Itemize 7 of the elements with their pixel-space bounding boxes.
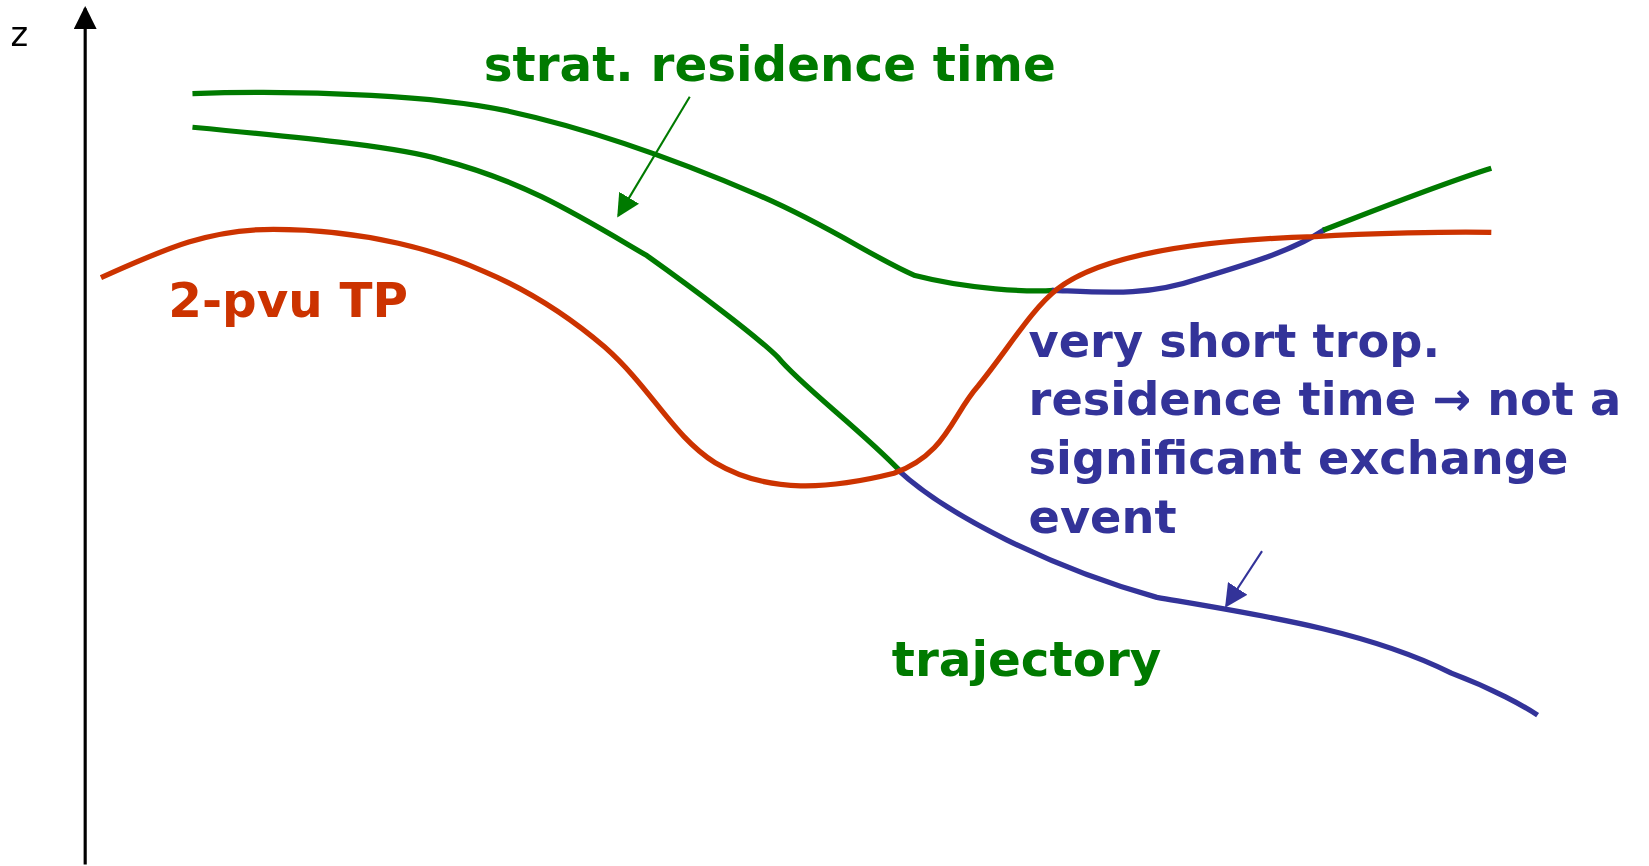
curve-label: trajectory <box>891 631 1162 688</box>
annotation-text: strat. residence time <box>483 35 1056 93</box>
annotation-text: very short trop. residence time → not a significant exchange event <box>1028 311 1649 547</box>
leader-arrow <box>617 96 691 218</box>
curve-label: 2-pvu TP <box>168 271 408 329</box>
axis-label: z <box>10 14 29 55</box>
leader-arrow <box>1225 550 1263 608</box>
